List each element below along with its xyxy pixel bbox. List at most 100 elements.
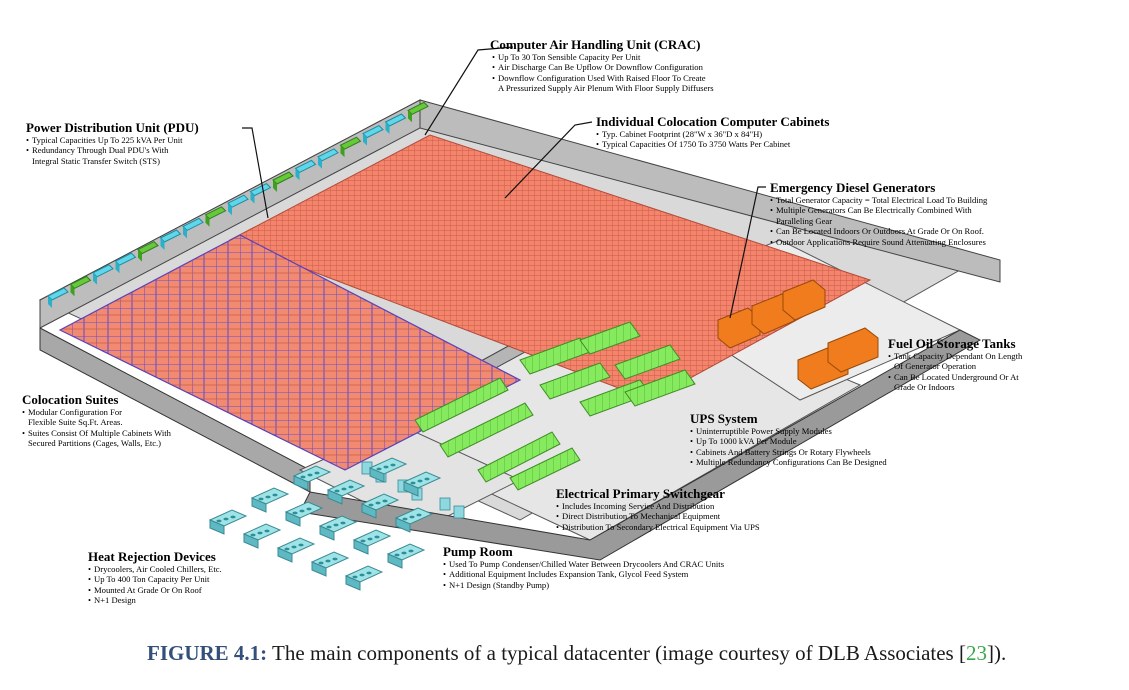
fan-icon (334, 489, 340, 493)
bullet-item: •N+1 Design (88, 595, 136, 606)
fan-icon (250, 533, 256, 537)
fan-icon (409, 515, 415, 519)
pump-5 (439, 497, 451, 511)
caption-text: The main components of a typical datacen… (267, 641, 966, 665)
fan-icon (352, 575, 358, 579)
drycooler-unit (368, 457, 408, 483)
cabinets-bullets: •Typ. Cabinet Footprint (28"W x 36"D x 8… (596, 129, 829, 150)
generators-title: Emergency Diesel Generators (770, 180, 936, 195)
fan-icon (376, 467, 382, 471)
fan-icon (424, 477, 430, 481)
fan-icon (264, 529, 270, 533)
ups-title: UPS System (690, 411, 758, 426)
bullet-item: •Multiple Generators Can Be Electrically… (770, 205, 972, 216)
bullet-item: •N+1 Design (Standby Pump) (443, 579, 550, 590)
figure-number: FIGURE 4.1: (147, 641, 268, 665)
drycooler-unit (386, 543, 426, 569)
fan-icon (265, 495, 271, 499)
crac-unit-side (250, 191, 255, 204)
fan-icon (306, 507, 312, 511)
colocation-cage-area (58, 234, 522, 471)
bullet-item: •Up To 1000 kVA Per Module (690, 436, 797, 447)
crac-unit-side (160, 238, 165, 250)
drycooler-unit (360, 493, 400, 519)
fan-icon (368, 503, 374, 507)
drycooler-unit (310, 551, 350, 577)
fan-icon (390, 463, 396, 467)
crac-title: Computer Air Handling Unit (CRAC) (490, 37, 701, 52)
drycooler-unit (250, 487, 290, 513)
leader-pdu (242, 127, 269, 219)
ups-module-block-4 (579, 321, 641, 355)
fan-icon (332, 557, 338, 561)
ups-cabinet-row-4 (509, 447, 581, 491)
caption-end: ]). (986, 641, 1007, 665)
bullet-item: •Can Be Located Underground Or At (888, 371, 1019, 382)
generator-3 (782, 279, 826, 321)
bullet-continuation: Flexible Suite Sq.Ft. Areas. (28, 417, 123, 428)
fan-icon (333, 523, 339, 527)
crac-unit-side (115, 261, 120, 274)
heat-title: Heat Rejection Devices (88, 549, 216, 564)
fan-icon (230, 515, 236, 519)
fuel-bullets: •Tank Capacity Dependant On Length Of Ge… (888, 351, 1022, 393)
bullet-item: •Uninterruptible Power Supply Modules (690, 426, 832, 436)
pdu-unit-side (340, 145, 345, 158)
pump-6 (453, 505, 465, 519)
pdu-unit-side (205, 214, 210, 227)
generator-1 (717, 307, 761, 349)
generators-label: Emergency Diesel Generators •Total Gener… (770, 180, 987, 247)
pdu-unit (69, 275, 92, 290)
suites-label: Colocation Suites •Modular Configuration… (22, 392, 171, 449)
fan-icon (374, 535, 380, 539)
bullet-item: •Cabinets And Battery Strings Or Rotary … (690, 446, 871, 457)
heat-bullets: •Drycoolers, Air Cooled Chillers, Etc. •… (88, 564, 222, 606)
ups-cabinet-row-2 (439, 402, 534, 458)
fan-icon (341, 487, 347, 491)
suites-bullets: •Modular Configuration For Flexible Suit… (22, 407, 171, 449)
fan-icon (258, 497, 264, 501)
bullet-item: •Downflow Configuration Used With Raised… (492, 72, 706, 83)
pump-title: Pump Room (443, 544, 513, 559)
fan-icon (299, 509, 305, 513)
heat-rejection-devices (208, 457, 442, 591)
bullet-item: •Additional Equipment Includes Expansion… (443, 569, 689, 580)
ups-cabinet-row-3 (477, 431, 561, 483)
fan-icon (318, 561, 324, 565)
pdu-unit-side (138, 249, 142, 262)
bullet-item: •Used To Pump Condenser/Chilled Water Be… (443, 559, 725, 569)
bullet-item: •Redundancy Through Dual PDU's With (26, 145, 169, 156)
crac-unit (92, 264, 114, 278)
drycooler-unit (208, 509, 248, 535)
fan-icon (314, 471, 320, 475)
pdu-title: Power Distribution Unit (PDU) (26, 120, 199, 135)
fan-icon (401, 551, 407, 555)
citation-link[interactable]: 23 (965, 641, 987, 665)
suites-title: Colocation Suites (22, 392, 119, 407)
bullet-item: •Multiple Redundancy Configurations Can … (690, 457, 887, 468)
drycooler-unit (402, 471, 442, 497)
leader-cabinets (504, 121, 593, 199)
leader-lines (242, 46, 766, 319)
fan-icon (408, 549, 414, 553)
ups-cabinet-row-1 (414, 377, 509, 433)
fan-icon (410, 481, 416, 485)
figure-caption: FIGURE 4.1: The main components of a typ… (147, 641, 1006, 666)
bullet-item: •Air Discharge Can Be Upflow Or Downflow… (492, 62, 703, 73)
fan-icon (291, 545, 297, 549)
switchgear-label: Electrical Primary Switchgear •Includes … (556, 486, 760, 532)
fan-icon (223, 517, 229, 521)
pdu-unit-side (70, 284, 75, 297)
leader-crac (424, 46, 514, 136)
fan-icon (284, 547, 290, 551)
fan-icon (417, 479, 423, 483)
bullet-continuation: Paralleling Gear (776, 215, 833, 226)
bullet-item: •Up To 400 Ton Capacity Per Unit (88, 574, 210, 585)
bullet-item: •Direct Distribution To Mechanical Equip… (556, 511, 721, 522)
fan-icon (216, 519, 222, 523)
fan-icon (383, 465, 389, 469)
crac-unit-side (183, 226, 187, 239)
switchgear-bullets: •Includes Incoming Service And Distribut… (556, 501, 760, 532)
ups-label: UPS System •Uninterruptible Power Supply… (690, 411, 887, 468)
crac-unit-side (318, 156, 322, 169)
